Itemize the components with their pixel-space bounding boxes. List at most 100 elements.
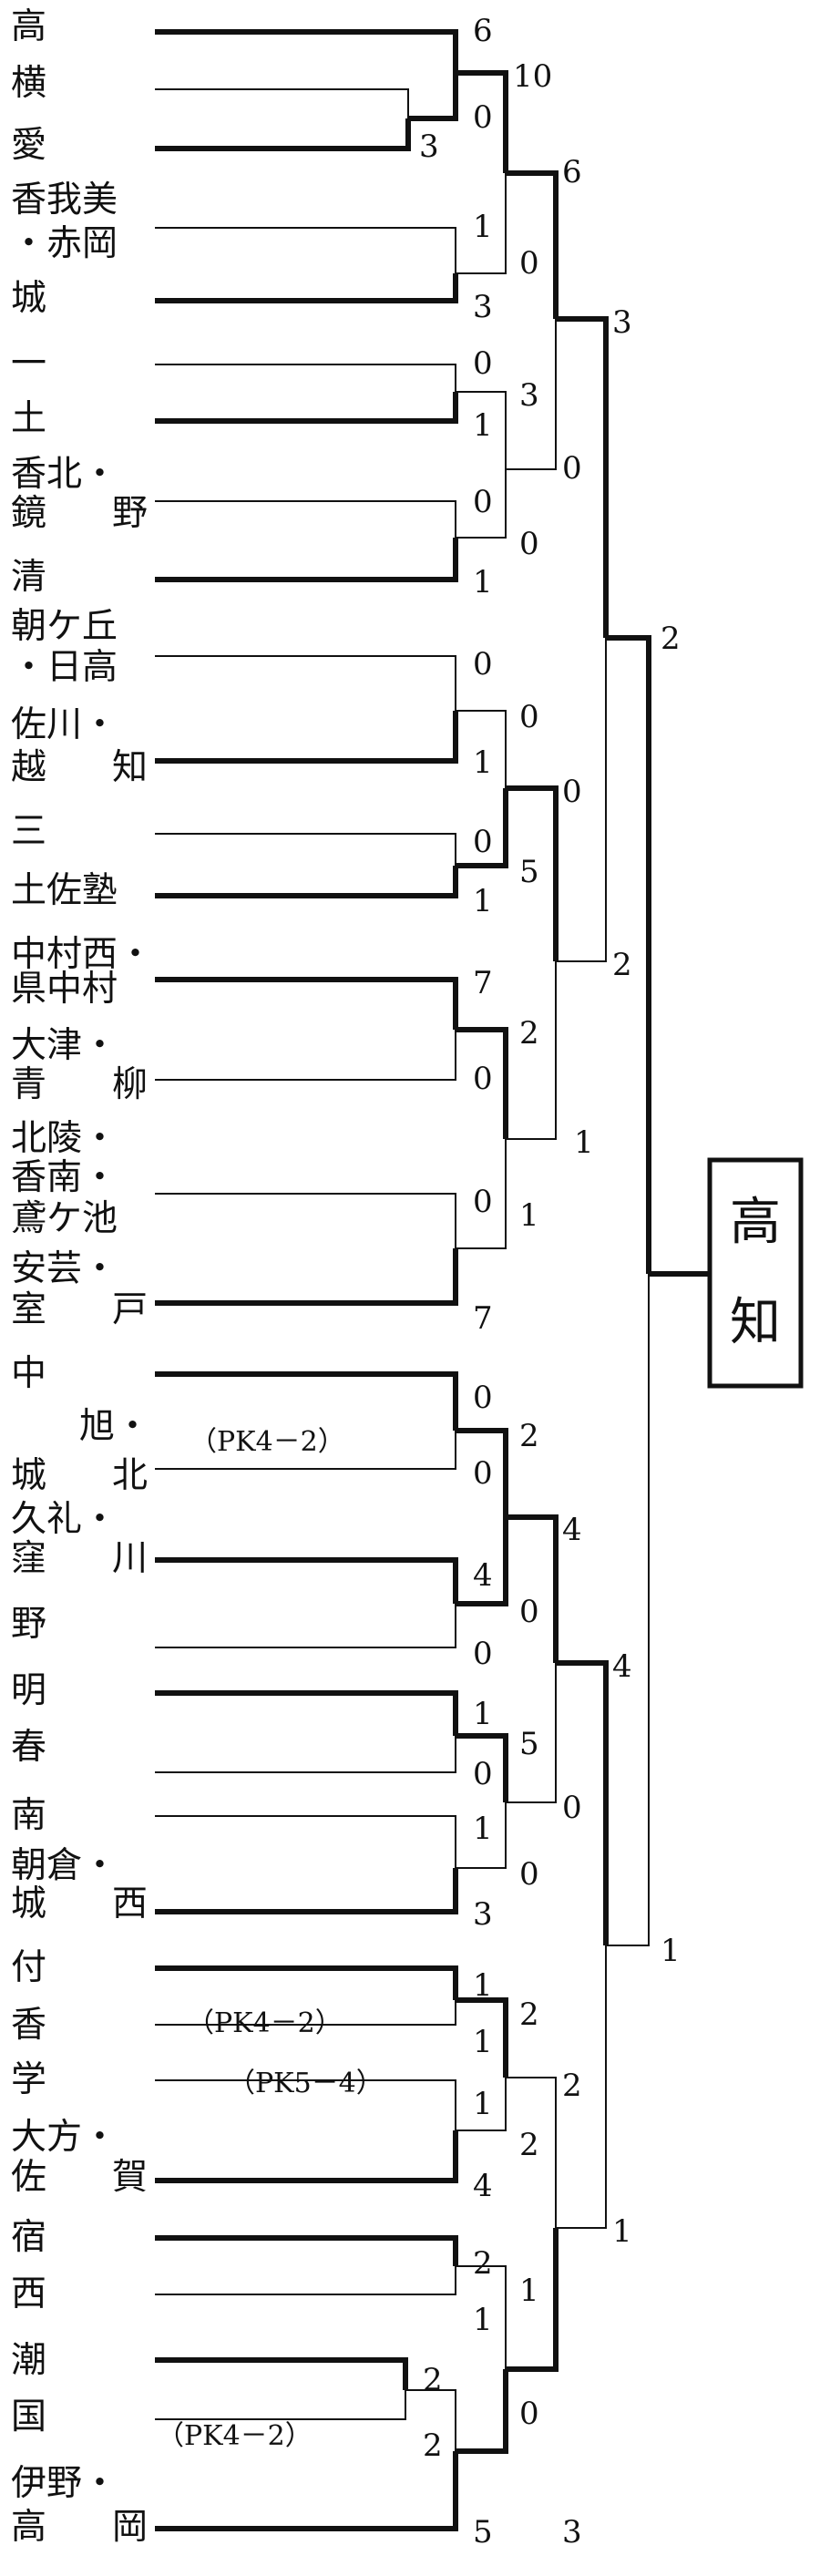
- winner-path: [155, 1690, 458, 1736]
- team-name: 香: [11, 2005, 46, 2046]
- score-label: 1: [473, 407, 493, 444]
- bracket-line: [155, 227, 456, 273]
- score-label: 0: [562, 450, 582, 487]
- bracket-line: [456, 2265, 507, 2369]
- score-label: 2: [519, 1418, 539, 1454]
- winner-path: [155, 1371, 458, 1431]
- score-label: 0: [519, 526, 539, 562]
- bracket-line: [556, 638, 607, 962]
- winner-name-char: 高: [730, 1193, 781, 1252]
- bracket-line: [456, 391, 507, 469]
- team-name: ・日高: [11, 647, 118, 688]
- bracket-line: [155, 1030, 456, 1081]
- bracket-line: [405, 2389, 456, 2451]
- bracket-line: [155, 500, 456, 538]
- bracket-line: [506, 2077, 557, 2228]
- team-name: 香南・: [11, 1157, 118, 1198]
- score-label: 0: [473, 1380, 493, 1416]
- team-name: 春: [11, 1727, 46, 1768]
- team-name: 城 西: [11, 1883, 148, 1924]
- score-label: 3: [473, 289, 493, 325]
- winner-path: [155, 2451, 458, 2531]
- winner-path: [155, 1868, 458, 1914]
- score-label: 2: [612, 947, 632, 983]
- score-label: 1: [473, 883, 493, 919]
- team-name: 旭・: [79, 1406, 150, 1447]
- score-label: 1: [473, 209, 493, 245]
- winner-path: [456, 1428, 508, 1517]
- winner-path: [506, 2228, 559, 2372]
- score-label: 0: [519, 1594, 539, 1630]
- winner-path: [155, 538, 458, 582]
- team-name: 宿: [11, 2217, 46, 2258]
- score-label: 6: [562, 154, 582, 190]
- bracket-lines: [155, 29, 710, 2531]
- score-label: 1: [473, 1696, 493, 1732]
- score-label: 2: [473, 2245, 493, 2282]
- team-name: 伊野・: [11, 2463, 118, 2504]
- winner-path: [155, 2357, 408, 2390]
- team-name: 高 岡: [11, 2507, 148, 2548]
- winner-path: [506, 785, 559, 961]
- winner-path: [155, 977, 458, 1030]
- score-label: 4: [612, 1648, 632, 1685]
- winner-path: [606, 635, 651, 1274]
- team-name: 香我美: [11, 180, 118, 221]
- team-name: 朝倉・: [11, 1845, 118, 1886]
- bracket-line: [155, 88, 409, 118]
- winner-path: [456, 70, 508, 173]
- score-label: 1: [661, 1933, 681, 1969]
- score-label: 7: [473, 965, 493, 1001]
- winner-path: [155, 866, 458, 898]
- score-label: 0: [519, 1856, 539, 1893]
- team-name: 香北・: [11, 454, 118, 495]
- team-name: 青 柳: [11, 1064, 148, 1105]
- score-label: 3: [612, 304, 632, 341]
- team-name: 土佐塾: [11, 870, 118, 911]
- winner-path: [155, 1965, 458, 2000]
- score-label: 0: [473, 1184, 493, 1220]
- bracket-line: [155, 1736, 456, 1773]
- winner-path: [556, 316, 609, 638]
- score-label: 0: [473, 1636, 493, 1672]
- score-label: 2: [423, 2427, 443, 2464]
- team-name: 佐 賀: [11, 2157, 148, 2198]
- score-label: 0: [473, 345, 493, 382]
- score-label: 0: [519, 245, 539, 282]
- score-label: 1: [519, 2273, 539, 2309]
- pk-note: （PK5－4）: [228, 2068, 384, 2099]
- team-name: 三: [11, 811, 46, 852]
- score-label: 2: [519, 1996, 539, 2033]
- score-label: 0: [473, 99, 493, 136]
- bracket-line: [456, 1139, 507, 1249]
- score-label: 1: [473, 2024, 493, 2060]
- winner-path: [155, 29, 506, 76]
- team-name: 久礼・: [11, 1499, 118, 1540]
- score-label: 2: [519, 1015, 539, 1052]
- score-label: 1: [473, 1967, 493, 2004]
- score-label: 10: [513, 58, 552, 95]
- pk-note: （PK4－2）: [187, 2007, 343, 2039]
- score-label: 3: [473, 1896, 493, 1933]
- score-label: 4: [473, 1557, 493, 1594]
- team-name: 付: [11, 1947, 46, 1988]
- winner-path: [155, 118, 411, 151]
- winner-path: [155, 1248, 458, 1306]
- team-name: 潮: [11, 2340, 46, 2381]
- score-label: 1: [473, 1811, 493, 1847]
- score-label: 5: [519, 854, 539, 890]
- bracket-line: [155, 1604, 456, 1648]
- team-name: 高: [11, 6, 46, 47]
- bracket-line: [506, 319, 557, 470]
- winner-path: [155, 2235, 458, 2266]
- team-name: 南: [11, 1795, 46, 1836]
- team-name: 西: [11, 2273, 46, 2314]
- team-name: 室 戸: [11, 1289, 148, 1330]
- score-label: 2: [661, 621, 681, 657]
- winner-path: [456, 2369, 508, 2454]
- team-name: 愛: [11, 125, 46, 166]
- team-name: 越 知: [11, 747, 148, 788]
- winner-path: [506, 1514, 559, 1663]
